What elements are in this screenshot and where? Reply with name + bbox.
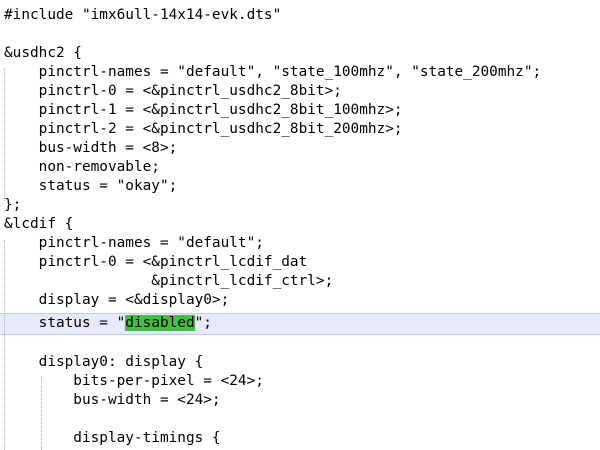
- status-prefix: status = ": [4, 315, 126, 331]
- code-line: display0: display {: [4, 354, 204, 370]
- code-line: bits-per-pixel = <24>;: [4, 373, 264, 389]
- indent-guide: [4, 240, 5, 450]
- code-line: pinctrl-names = "default";: [4, 235, 264, 251]
- code-line: pinctrl-0 = <&pinctrl_usdhc2_8bit>;: [4, 83, 342, 99]
- code-line: pinctrl-2 = <&pinctrl_usdhc2_8bit_200mhz…: [4, 121, 403, 137]
- search-match-highlight: disabled: [125, 315, 195, 331]
- code-line: display = <&display0>;: [4, 292, 230, 308]
- code-line: };: [4, 197, 22, 213]
- code-line: &pinctrl_lcdif_ctrl>;: [4, 273, 334, 289]
- indent-guide: [4, 68, 5, 201]
- code-line: pinctrl-names = "default", "state_100mhz…: [4, 64, 542, 80]
- code-line: #include "imx6ull-14x14-evk.dts": [4, 7, 282, 23]
- code-line-status: status = "disabled";: [4, 314, 212, 333]
- code-line: non-removable;: [4, 159, 160, 175]
- code-line: pinctrl-1 = <&pinctrl_usdhc2_8bit_100mhz…: [4, 102, 403, 118]
- code-line: pinctrl-0 = <&pinctrl_lcdif_dat: [4, 254, 308, 270]
- code-line: status = "okay";: [4, 178, 178, 194]
- indent-guide: [41, 376, 42, 450]
- code-line: bus-width = <8>;: [4, 140, 178, 156]
- code-line: bus-width = <24>;: [4, 392, 221, 408]
- code-line: display-timings {: [4, 430, 221, 446]
- code-line: &lcdif {: [4, 216, 74, 232]
- status-suffix: ";: [194, 315, 212, 331]
- code-line: &usdhc2 {: [4, 45, 82, 61]
